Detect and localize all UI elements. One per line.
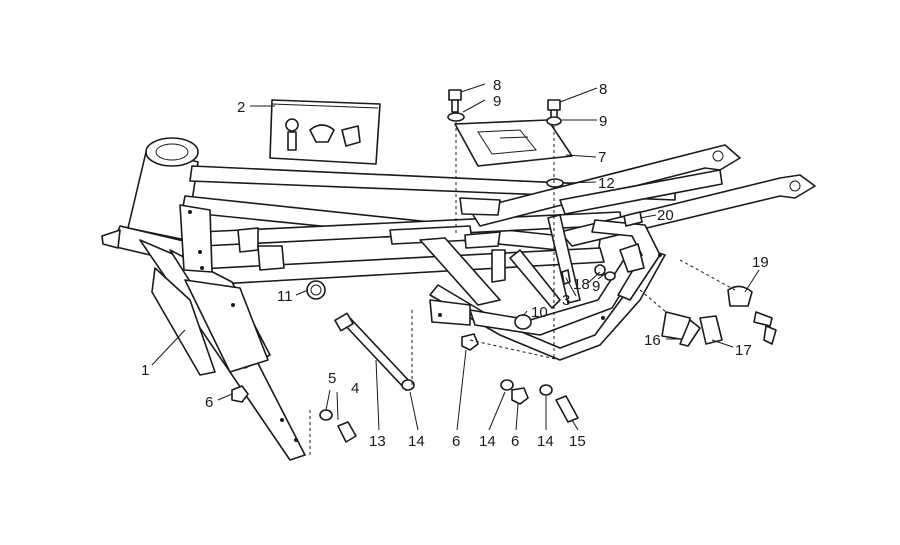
callout-2: 2 xyxy=(237,99,245,116)
callout-19: 19 xyxy=(752,254,769,271)
parts-16-17-19-lock xyxy=(639,259,777,347)
callout-20: 20 xyxy=(657,207,674,224)
callout-14a: 14 xyxy=(408,433,425,450)
callout-17: 17 xyxy=(735,342,752,359)
callout-12: 12 xyxy=(598,175,615,192)
callout-14b: 14 xyxy=(479,433,496,450)
callout-16: 16 xyxy=(644,332,661,349)
main-frame xyxy=(101,137,816,461)
callout-5: 5 xyxy=(328,370,336,387)
callout-7: 7 xyxy=(598,149,606,166)
part-2-hardware-kit xyxy=(269,99,381,165)
callout-6a: 6 xyxy=(205,394,213,411)
callout-15: 15 xyxy=(569,433,586,450)
callout-8b: 8 xyxy=(599,81,607,98)
hardware-8-9-12 xyxy=(447,89,564,360)
callout-6b: 6 xyxy=(452,433,460,450)
fasteners xyxy=(231,211,643,455)
callout-13: 13 xyxy=(369,433,386,450)
callout-4: 4 xyxy=(351,380,359,397)
callout-9b: 9 xyxy=(599,113,607,130)
callout-14c: 14 xyxy=(537,433,554,450)
callout-labels: 1 2 3 4 5 6 6 6 7 8 8 9 9 9 10 11 12 13 … xyxy=(141,77,769,450)
callout-6c: 6 xyxy=(511,433,519,450)
callout-1: 1 xyxy=(141,362,149,379)
callout-8a: 8 xyxy=(493,77,501,94)
leader-lines xyxy=(151,83,760,431)
callout-10: 10 xyxy=(531,304,548,321)
callout-9c: 9 xyxy=(592,278,600,295)
callout-18: 18 xyxy=(573,276,590,293)
callout-11: 11 xyxy=(277,288,293,305)
callout-9a: 9 xyxy=(493,93,501,110)
part-7-plate xyxy=(454,119,573,167)
callout-3: 3 xyxy=(562,292,570,309)
